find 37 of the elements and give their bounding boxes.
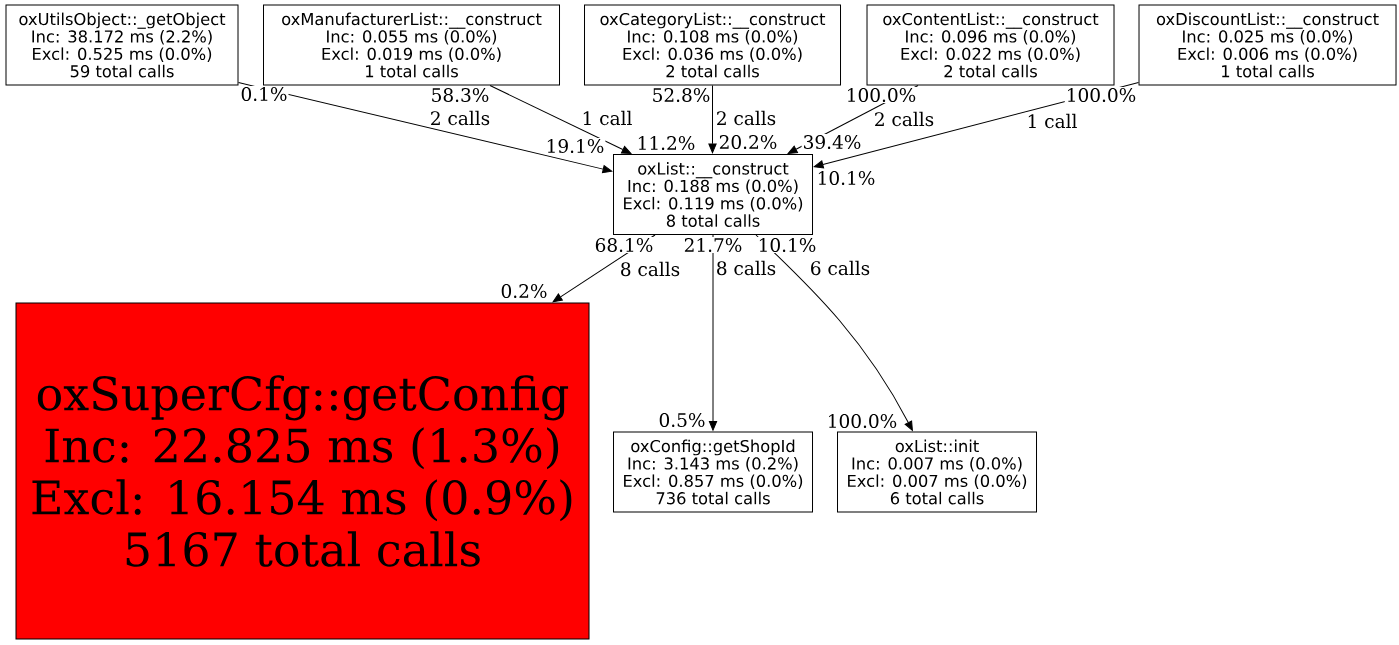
percentage-label: 19.1% — [544, 138, 606, 154]
percentage-label: 39.4% — [801, 134, 863, 150]
percentage-label: 10.1% — [756, 237, 818, 253]
function-box: oxDiscountList::__construct Inc: 0.025 ms (0.0%) Excl: 0.006 ms (0.0%) 1 total calls — [1138, 4, 1397, 86]
percentage-label: 100.0% — [844, 87, 918, 103]
percentage-label: 11.2% — [635, 135, 697, 151]
arrow — [238, 82, 613, 174]
edge-label: 2 calls — [714, 109, 778, 127]
percentage-label: 52.8% — [650, 87, 712, 103]
function-box: oxConfig::getShopId Inc: 3.143 ms (0.2%) Excl: 0.857 ms (0.0%) 736 total calls — [613, 431, 813, 513]
percentage-label: 10.1% — [815, 170, 877, 186]
percentage-label: 0.2% — [499, 283, 549, 299]
percentage-label: 100.0% — [825, 413, 899, 429]
edge-label: 8 calls — [714, 259, 778, 277]
percentage-label: 20.2% — [717, 134, 779, 150]
percentage-label: 0.1% — [239, 86, 289, 102]
arrow — [755, 234, 913, 431]
edge-label: 2 calls — [872, 110, 936, 128]
edge-label: 6 calls — [808, 259, 872, 277]
edge-label: 1 call — [580, 109, 634, 127]
function-box: oxList::__construct Inc: 0.188 ms (0.0%) Excl: 0.119 ms (0.0%) 8 total calls — [613, 154, 813, 235]
percentage-label: 100.0% — [1064, 87, 1138, 103]
percentage-label: 0.5% — [657, 412, 707, 428]
arrow — [708, 234, 718, 431]
edge-label: 1 call — [1025, 112, 1079, 130]
percentage-label: 68.1% — [593, 237, 655, 253]
arrow — [708, 85, 717, 154]
function-box: oxSuperCfg::getConfig Inc: 22.825 ms (1.3%) Excl: 16.154 ms (0.9%) 5167 total calls — [15, 302, 590, 640]
function-box: oxList::init Inc: 0.007 ms (0.0%) Excl: 0.007 ms (0.0%) 6 total calls — [837, 431, 1037, 513]
arrow — [489, 85, 632, 154]
edge-label: 8 calls — [618, 260, 682, 278]
function-box: oxUtilsObject::_getObject Inc: 38.172 ms (2.2%) Excl: 0.525 ms (0.0%) 59 total calls — [5, 4, 239, 86]
percentage-label: 21.7% — [682, 237, 744, 253]
function-box: oxCategoryList::__construct Inc: 0.108 ms (0.0%) Excl: 0.036 ms (0.0%) 2 total calls — [584, 4, 841, 86]
function-box: oxManufacturerList::__construct Inc: 0.055 ms (0.0%) Excl: 0.019 ms (0.0%) 1 total calls — [263, 4, 560, 86]
edge-label: 2 calls — [428, 109, 492, 127]
percentage-label: 58.3% — [429, 87, 491, 103]
